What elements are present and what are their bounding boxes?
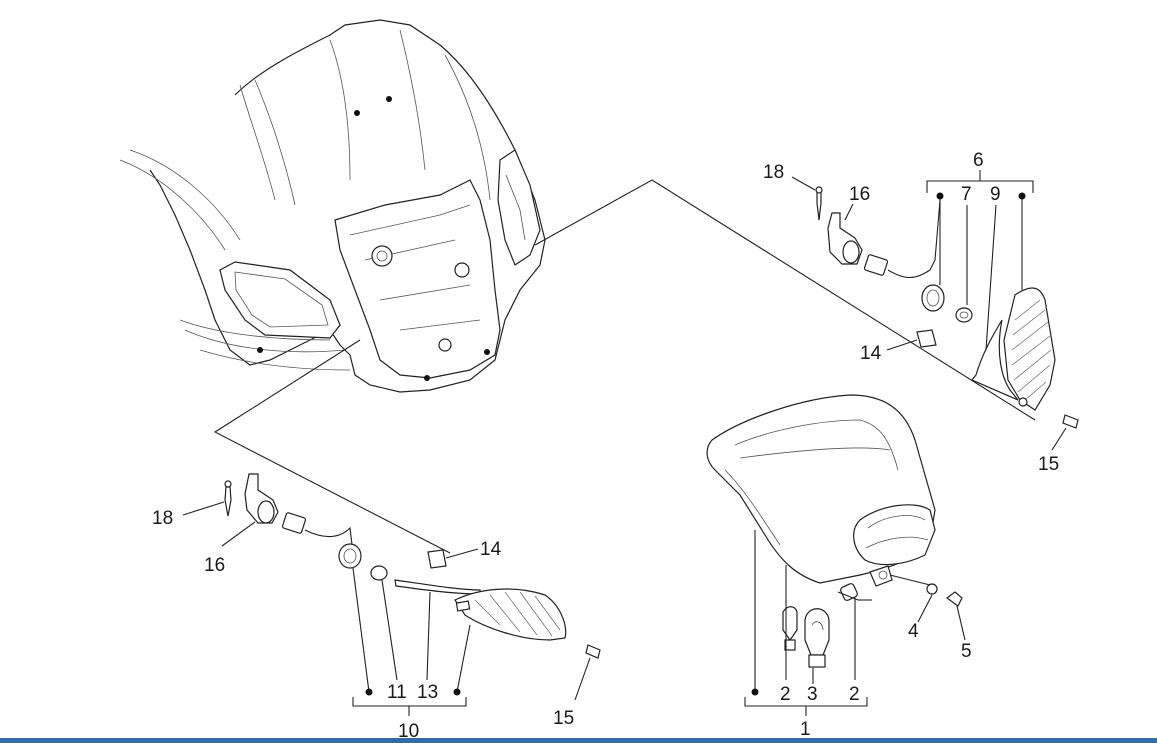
callout-10: 10 [398, 721, 419, 738]
callout-18-right: 18 [763, 162, 784, 183]
callout-1: 1 [800, 719, 811, 738]
scooter-front-body [119, 19, 546, 393]
callout-13: 13 [417, 682, 438, 703]
left-indicator-assembly [182, 473, 601, 716]
right-indicator-assembly [791, 170, 1079, 451]
callout-2-left: 2 [780, 684, 791, 705]
callout-14-right: 14 [860, 343, 882, 364]
callout-16-right: 16 [849, 184, 870, 205]
callout-2-right: 2 [849, 684, 860, 705]
callout-labels: 18 16 6 7 9 14 15 18 16 14 11 13 10 15 4… [152, 150, 1059, 738]
callout-16-left: 16 [204, 555, 225, 576]
callout-14-left: 14 [480, 539, 502, 560]
callout-11: 11 [387, 682, 407, 703]
callout-18-left: 18 [152, 508, 173, 529]
callout-9: 9 [990, 184, 1001, 205]
tail-light-assembly [706, 394, 966, 716]
callout-15-right: 15 [1038, 454, 1059, 475]
callout-6: 6 [973, 150, 984, 171]
callout-4: 4 [908, 621, 919, 642]
assembly-pointer-lines [213, 179, 1036, 554]
callout-15-left: 15 [553, 708, 574, 729]
callout-7: 7 [961, 184, 972, 205]
callout-5: 5 [961, 641, 972, 662]
callout-3: 3 [807, 684, 818, 705]
bottom-accent-bar [0, 738, 1157, 743]
